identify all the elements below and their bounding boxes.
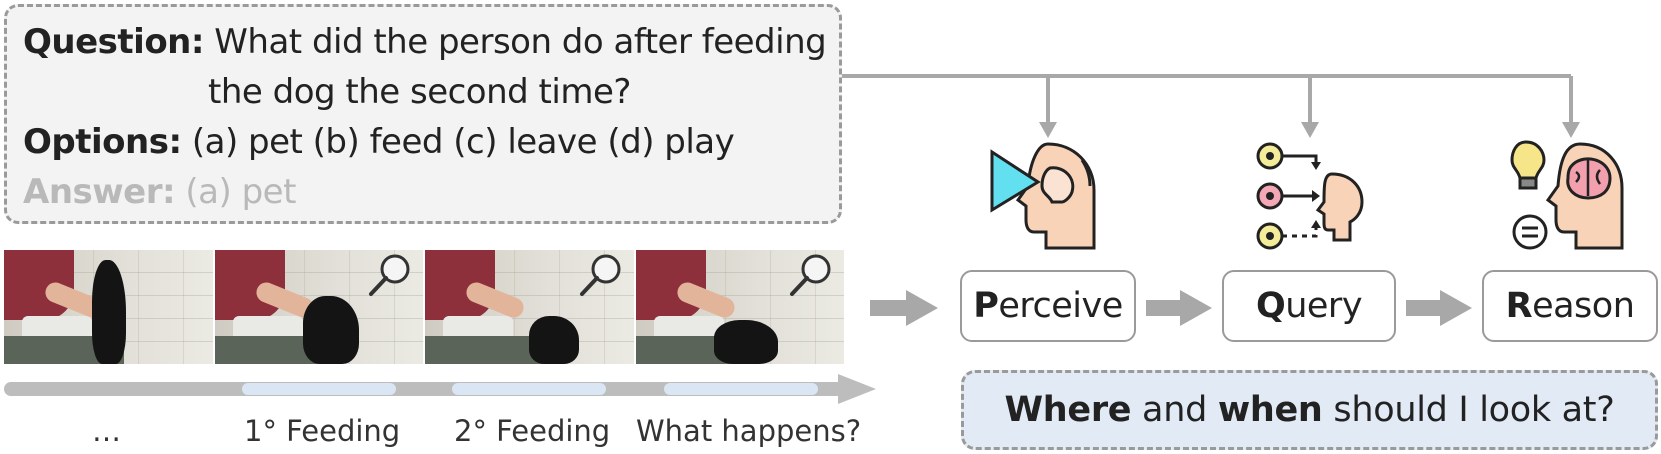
- magnifier-icon: [579, 254, 620, 296]
- prompt-where: Where: [1004, 390, 1132, 430]
- question-label: Question:: [23, 22, 204, 62]
- answer-text: (a) pet: [185, 172, 296, 212]
- video-frame-1: [4, 250, 213, 364]
- magnifier-icon: [369, 254, 410, 296]
- magnifier-icon: [790, 254, 831, 296]
- query-nodes-head-icon: [1256, 142, 1364, 250]
- query-rest: uery: [1285, 286, 1363, 326]
- options-line: Options: (a) pet (b) feed (c) leave (d) …: [23, 117, 839, 167]
- arrow-down-perceive: [1039, 122, 1057, 138]
- arrow-down-query: [1301, 122, 1319, 138]
- answer-line: Answer: (a) pet: [23, 167, 839, 217]
- perceive-rest: erceive: [998, 286, 1123, 326]
- arrow-to-reason: [1406, 290, 1472, 326]
- timeline-bar: [4, 374, 876, 404]
- reason-initial: R: [1505, 286, 1533, 326]
- brain-head-idea-icon: [1510, 140, 1624, 250]
- video-frames: [4, 250, 844, 364]
- arrow-to-perceive: [870, 290, 938, 326]
- arrow-down-reason: [1562, 122, 1580, 138]
- timeline-label-what-happens: What happens?: [636, 414, 862, 448]
- arrow-to-query: [1146, 290, 1212, 326]
- options-text: (a) pet (b) feed (c) leave (d) play: [191, 122, 735, 162]
- query-initial: Q: [1255, 286, 1286, 326]
- timeline-label-first-feeding: 1° Feeding: [244, 414, 401, 448]
- video-frame-2: [214, 250, 423, 364]
- prompt-rest: should I look at?: [1322, 390, 1615, 430]
- question-text-line1: What did the person do after feeding: [214, 22, 827, 62]
- reason-rest: eason: [1532, 286, 1635, 326]
- video-frame-4: [635, 250, 844, 364]
- question-text-line2: the dog the second time?: [208, 72, 631, 112]
- timeline-label-second-feeding: 2° Feeding: [454, 414, 611, 448]
- question-line: Question: What did the person do after f…: [23, 17, 839, 67]
- timeline-segment-what-happens: [664, 383, 818, 395]
- timeline-segment-second-feeding: [452, 383, 606, 395]
- prompt-when: when: [1217, 390, 1323, 430]
- eye-beam-head-icon: [990, 142, 1096, 250]
- look-prompt: Where and when should I look at?: [961, 370, 1658, 450]
- timeline-segment-first-feeding: [242, 383, 396, 395]
- timeline-label-ellipsis: …: [92, 414, 121, 448]
- options-label: Options:: [23, 122, 182, 162]
- question-panel: Question: What did the person do after f…: [4, 4, 842, 224]
- answer-label: Answer:: [23, 172, 176, 212]
- perceive-initial: P: [973, 286, 999, 326]
- video-frame-3: [425, 250, 634, 364]
- prompt-and: and: [1131, 390, 1218, 430]
